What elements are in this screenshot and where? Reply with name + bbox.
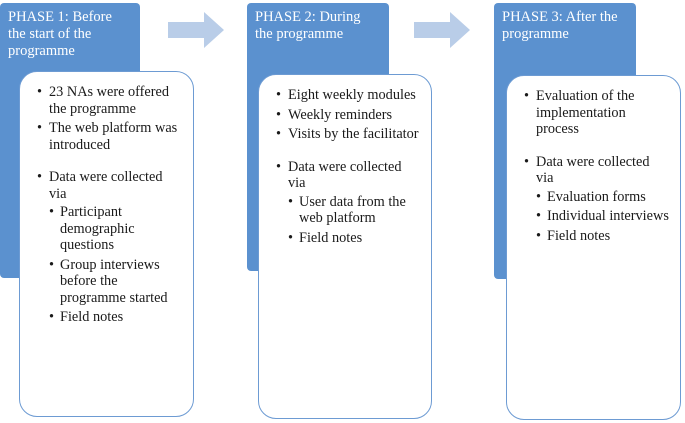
list-item: Data were collected via Participant demo… bbox=[36, 169, 183, 326]
phase-3-title: PHASE 3: After the programme bbox=[502, 9, 618, 42]
sub-list-item: Field notes bbox=[288, 230, 421, 247]
list-item: Evaluation of the implementation process bbox=[523, 88, 670, 138]
sub-list-item: Participant demographic questions bbox=[49, 204, 183, 254]
list-item: Data were collected via Evaluation forms… bbox=[523, 154, 670, 245]
phase-1-list: 23 NAs were offered the programme The we… bbox=[36, 84, 183, 326]
list-item: Visits by the facilitator bbox=[275, 126, 421, 143]
phase-1-body: 23 NAs were offered the programme The we… bbox=[19, 71, 194, 417]
sub-list-item: Individual interviews bbox=[536, 208, 670, 225]
phase-3-body: Evaluation of the implementation process… bbox=[506, 75, 681, 420]
arrow-phase2-to-phase3 bbox=[414, 12, 470, 48]
sub-list-item: Field notes bbox=[49, 309, 183, 326]
phase-2-list: Eight weekly modules Weekly reminders Vi… bbox=[275, 87, 421, 246]
phase-1-sublist: Participant demographic questions Group … bbox=[49, 204, 183, 326]
phase-2-body: Eight weekly modules Weekly reminders Vi… bbox=[258, 74, 432, 419]
phase-2-title: PHASE 2: During the programme bbox=[255, 9, 361, 42]
phase-3-list: Evaluation of the implementation process… bbox=[523, 88, 670, 244]
phase-1-title: PHASE 1: Before the start of the program… bbox=[8, 9, 112, 59]
list-item: 23 NAs were offered the programme bbox=[36, 84, 183, 117]
sub-list-item: Evaluation forms bbox=[536, 189, 670, 206]
arrow-phase1-to-phase2 bbox=[168, 12, 224, 48]
list-item: Weekly reminders bbox=[275, 107, 421, 124]
list-item: Eight weekly modules bbox=[275, 87, 421, 104]
sub-list-item: Field notes bbox=[536, 228, 670, 245]
phase-3-sublist: Evaluation forms Individual interviews F… bbox=[536, 189, 670, 245]
list-item: The web platform was introduced bbox=[36, 120, 183, 153]
sub-list-item: User data from the web platform bbox=[288, 194, 421, 227]
list-item: Data were collected via User data from t… bbox=[275, 159, 421, 247]
phase-2-sublist: User data from the web platform Field no… bbox=[288, 194, 421, 247]
sub-list-item: Group interviews before the programme st… bbox=[49, 257, 183, 307]
